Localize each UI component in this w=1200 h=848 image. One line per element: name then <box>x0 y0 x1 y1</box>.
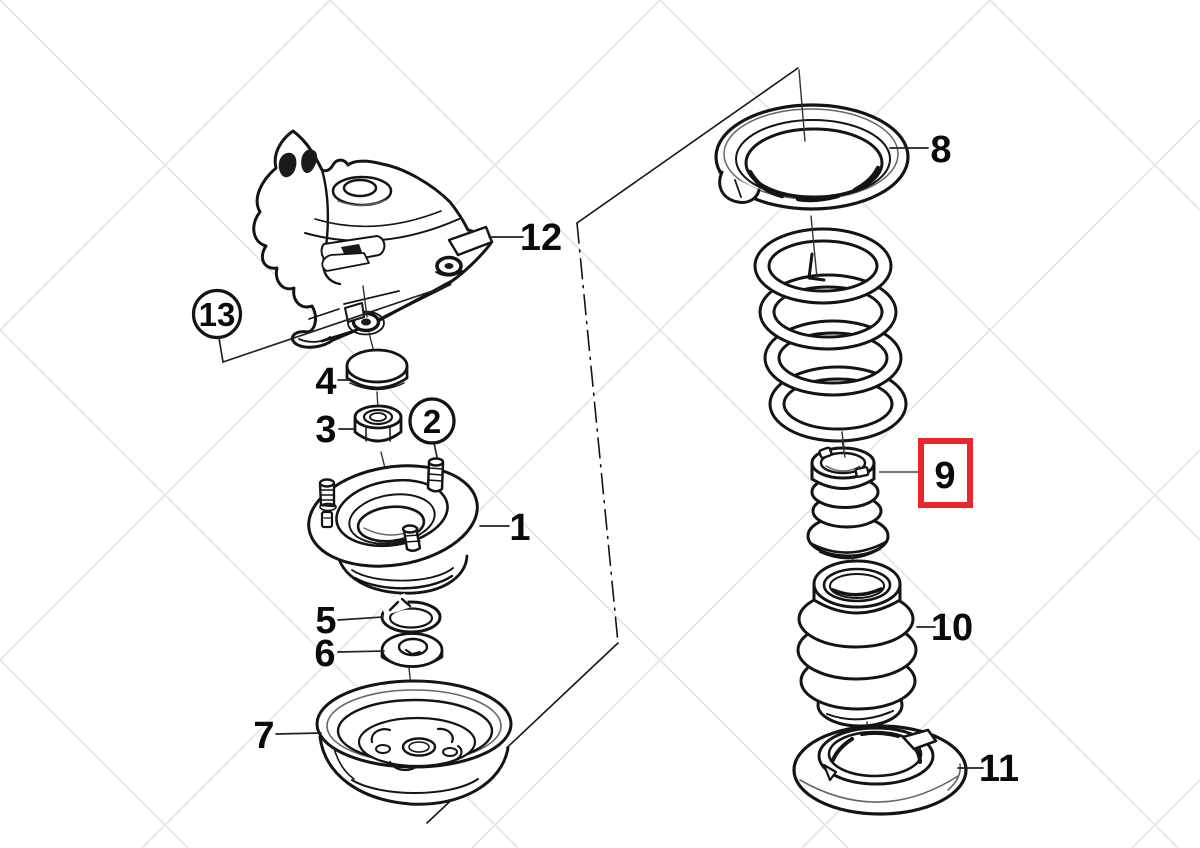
part-2-stud <box>426 457 445 493</box>
callout-part-11[interactable]: 11 <box>957 748 1019 790</box>
part-13-label[interactable]: 13 <box>199 296 236 333</box>
callout-part-9-highlighted[interactable]: 9 <box>878 438 973 508</box>
callout-part-5[interactable]: 5 <box>315 600 384 642</box>
callout-part-12[interactable]: 12 <box>488 217 562 259</box>
part-12-bracket <box>252 129 494 357</box>
part-5-snap-ring <box>380 593 442 642</box>
callout-part-1[interactable]: 1 <box>479 507 531 549</box>
part-9-highlight-box <box>918 438 973 508</box>
part-13-callout-circle <box>191 288 243 340</box>
callout-part-8[interactable]: 8 <box>889 129 952 171</box>
part-12-label[interactable]: 12 <box>520 217 562 259</box>
part-8-spring-pad-upper <box>714 69 910 211</box>
part-2-callout-circle <box>408 397 456 445</box>
callout-part-2[interactable]: 2 <box>408 397 456 458</box>
part-11-spring-pad-lower <box>792 724 968 816</box>
part-3-label[interactable]: 3 <box>315 409 336 451</box>
part-6-washer <box>380 632 444 743</box>
part-4-damper-pad <box>345 348 409 410</box>
coil-spring <box>753 215 908 457</box>
part-1-strut-mount <box>307 464 479 613</box>
callout-part-6[interactable]: 6 <box>314 633 385 675</box>
part-9-label[interactable]: 9 <box>934 455 955 497</box>
part-6-label[interactable]: 6 <box>314 633 335 675</box>
callout-part-3[interactable]: 3 <box>315 409 354 451</box>
part-2-label[interactable]: 2 <box>423 403 441 440</box>
part-11-label[interactable]: 11 <box>979 748 1019 790</box>
part-9-bump-stop <box>806 439 890 572</box>
part-5-label[interactable]: 5 <box>315 600 336 642</box>
part-8-label[interactable]: 8 <box>930 129 951 171</box>
part-7-spring-plate <box>315 679 513 806</box>
part-1-label[interactable]: 1 <box>509 507 530 549</box>
callout-part-10[interactable]: 10 <box>916 607 973 649</box>
callout-part-13[interactable]: 13 <box>191 284 451 364</box>
part-7-label[interactable]: 7 <box>253 715 274 757</box>
callout-part-7[interactable]: 7 <box>253 715 322 757</box>
callout-part-4[interactable]: 4 <box>315 361 349 403</box>
part-4-label[interactable]: 4 <box>315 361 336 403</box>
part-10-label[interactable]: 10 <box>931 607 973 649</box>
